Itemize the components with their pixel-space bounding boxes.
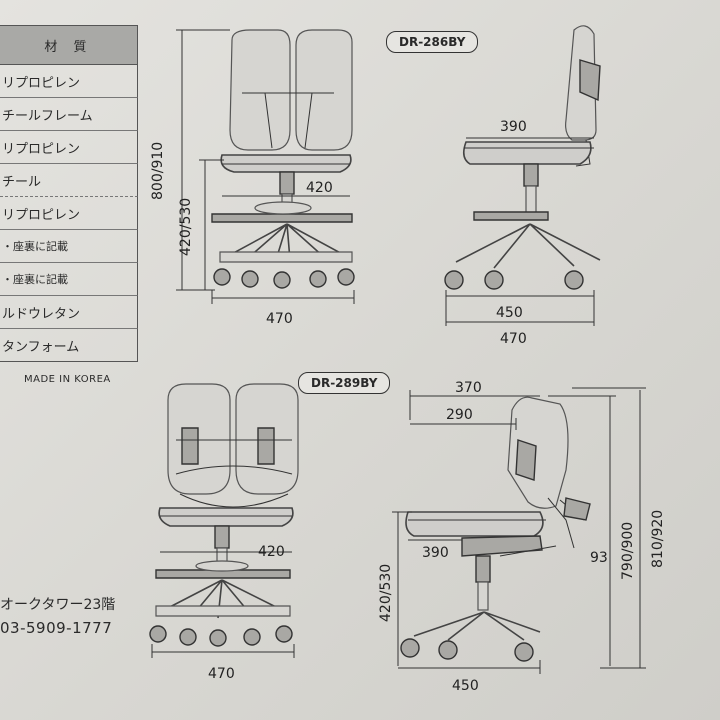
- dr286-side-view: 390 450 470: [444, 25, 601, 347]
- model-tag-dr286: DR-286BY: [386, 31, 479, 53]
- material-row: ・座裏に記載: [0, 230, 138, 263]
- dr289-depth-label: 450: [452, 678, 479, 694]
- material-row: リプロピレン: [0, 197, 138, 230]
- dr289-top-depth-label: 370: [455, 380, 482, 396]
- material-row: リプロピレン: [0, 131, 138, 164]
- phone-number: 03-5909-1777: [0, 619, 113, 637]
- dr289-front-view: 420 470: [149, 383, 299, 682]
- dr286-depth-label: 450: [496, 305, 523, 321]
- dr286-height-label: 800/910: [150, 142, 166, 200]
- address-line: オークタワー23階: [0, 597, 116, 613]
- dr286-seat-height-label: 420/530: [178, 198, 194, 256]
- dr286-side-base-width-label: 470: [500, 331, 527, 347]
- material-row: タンフォーム: [0, 329, 138, 361]
- dr289-back-depth-label: 290: [446, 407, 473, 423]
- made-in-label: MADE IN KOREA: [24, 374, 111, 385]
- dr286-front-view: 800/910 420/530 420 470: [150, 29, 355, 327]
- material-row: ルドウレタン: [0, 296, 138, 329]
- material-row: チールフレーム: [0, 98, 138, 131]
- dr289-back-height-label: 790/900: [620, 522, 636, 580]
- model-tag-dr289: DR-289BY: [298, 372, 391, 394]
- material-row: ・座裏に記載: [0, 263, 138, 296]
- dr286-seat-width-label: 420: [306, 180, 333, 196]
- dr289-seat-depth-label: 390: [422, 545, 449, 561]
- materials-header: 材 質: [0, 26, 138, 65]
- dr289-seat-width-label: 420: [258, 544, 285, 560]
- dr289-base-width-label: 470: [208, 666, 235, 682]
- dr286-seat-depth-label: 390: [500, 119, 527, 135]
- material-row: リプロピレン: [0, 65, 138, 98]
- dr289-side-view: 370 290 390 420/530 93 790/900 810/920 4…: [378, 380, 666, 694]
- material-row: チール: [0, 164, 138, 197]
- dr286-base-width-label: 470: [266, 311, 293, 327]
- dr289-seat-height-label: 420/530: [378, 564, 394, 622]
- dr289-total-height-label: 810/920: [650, 510, 666, 568]
- dr289-angle-label: 93: [590, 550, 608, 566]
- materials-table: 材 質 リプロピレン チールフレーム リプロピレン チール リプロピレン ・座裏…: [0, 25, 138, 362]
